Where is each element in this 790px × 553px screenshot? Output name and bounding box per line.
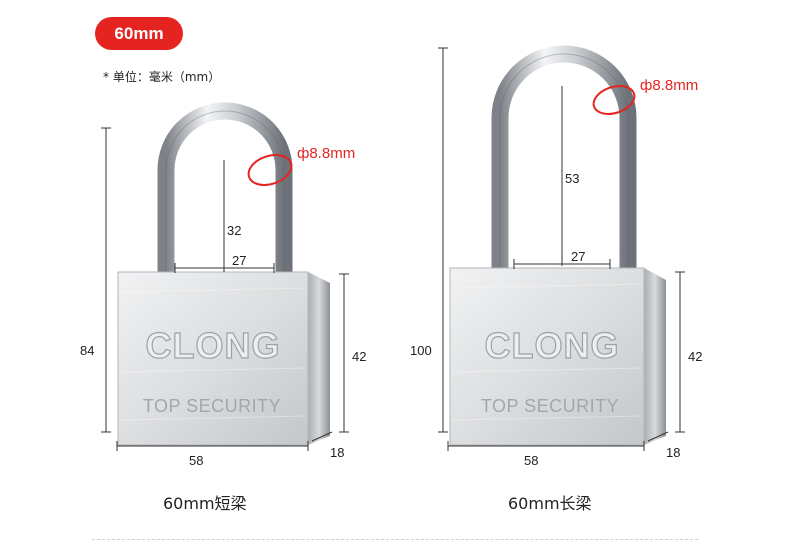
- short-lock-logo: CLONG: [146, 325, 281, 366]
- short-body-depth-label: 18: [330, 445, 345, 460]
- short-overall-height-label: 84: [80, 343, 95, 358]
- short-lock-shackle: [157, 102, 293, 278]
- long-lock-caption: 60mm长梁: [508, 494, 592, 513]
- long-shackle-height-label: 53: [565, 171, 580, 186]
- unit-note: * 单位：毫米（mm）: [103, 70, 221, 84]
- size-badge: 60mm: [95, 17, 183, 50]
- short-shackle-height-label: 32: [227, 223, 242, 238]
- short-lock-caption: 60mm短梁: [163, 494, 247, 513]
- short-lock: CLONG TOP SECURITY: [101, 102, 349, 451]
- long-shackle-diameter-label: ф8.8mm: [640, 77, 699, 94]
- long-lock-body: [449, 267, 645, 446]
- short-shackle-diameter-label: ф8.8mm: [297, 145, 356, 162]
- short-body-height-label: 42: [352, 349, 367, 364]
- long-body-width-label: 58: [524, 453, 539, 468]
- long-shackle-width-label: 27: [571, 249, 586, 264]
- long-lock-shackle: [491, 45, 637, 278]
- long-lock-tagline: TOP SECURITY: [481, 396, 619, 416]
- short-lock-body: [117, 271, 309, 446]
- short-body-width-label: 58: [189, 453, 204, 468]
- long-body-depth-label: 18: [666, 445, 681, 460]
- bottom-divider: [92, 539, 698, 540]
- short-lock-tagline: TOP SECURITY: [143, 396, 281, 416]
- long-lock-logo: CLONG: [485, 325, 620, 366]
- long-overall-height-label: 100: [410, 343, 432, 358]
- long-lock-diameter-marker: [592, 85, 636, 115]
- long-lock: CLONG TOP SECURITY: [438, 45, 685, 451]
- short-lock-diameter-marker: [247, 154, 293, 186]
- long-body-height-label: 42: [688, 349, 703, 364]
- short-shackle-width-label: 27: [232, 253, 247, 268]
